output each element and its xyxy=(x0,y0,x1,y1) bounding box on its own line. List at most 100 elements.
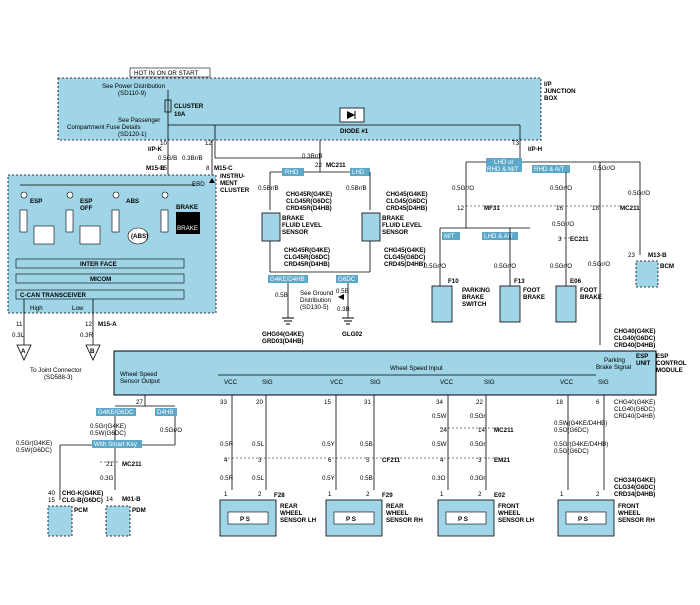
svg-text:PARKING: PARKING xyxy=(462,287,490,294)
wire-w20: 0.3L xyxy=(12,332,25,339)
svg-text:16: 16 xyxy=(556,205,563,212)
svg-text:P S: P S xyxy=(240,516,250,523)
svg-text:LHD & A/T: LHD & A/T xyxy=(484,233,513,240)
svg-text:3: 3 xyxy=(478,457,482,464)
svg-text:CLG45(G6DC): CLG45(G6DC) xyxy=(386,198,427,205)
svg-text:See Ground: See Ground xyxy=(300,290,334,297)
low-label: Low xyxy=(72,305,84,312)
svg-text:CHG45R(G4KE): CHG45R(G4KE) xyxy=(284,247,330,254)
see-power-ref: (SD110-9) xyxy=(118,90,146,97)
svg-text:CLG40(G6DC): CLG40(G6DC) xyxy=(614,335,655,342)
svg-text:B: B xyxy=(90,348,95,355)
svg-text:T3: T3 xyxy=(512,140,520,147)
svg-text:27: 27 xyxy=(136,399,143,406)
svg-text:RHD: RHD xyxy=(285,169,299,176)
joint-ref-2: (SD588-3) xyxy=(44,374,73,381)
svg-text:REAR: REAR xyxy=(280,503,298,510)
lamp-abs: ABS (ABS) xyxy=(111,191,149,245)
see-passenger-text-1: See Passenger xyxy=(118,117,160,124)
svg-text:1: 1 xyxy=(224,491,228,498)
svg-text:20: 20 xyxy=(256,399,263,406)
tag-rhd-at xyxy=(532,165,570,173)
svg-text:4: 4 xyxy=(440,457,444,464)
svg-text:10: 10 xyxy=(160,140,167,147)
svg-text:GLG02: GLG02 xyxy=(342,331,363,338)
svg-text:5: 5 xyxy=(366,457,370,464)
svg-text:14: 14 xyxy=(106,496,113,503)
svg-text:WHEEL: WHEEL xyxy=(618,510,641,517)
svg-text:ESP: ESP xyxy=(80,198,92,205)
svg-text:SENSOR RH: SENSOR RH xyxy=(618,517,655,524)
svg-text:6: 6 xyxy=(596,399,600,406)
svg-text:0.5B: 0.5B xyxy=(360,441,373,448)
svg-text:UNIT: UNIT xyxy=(636,360,651,367)
svg-text:D4HB: D4HB xyxy=(157,409,174,416)
ground-icon-2 xyxy=(342,317,354,325)
svg-text:1: 1 xyxy=(328,491,332,498)
svg-text:CHG45R(G4KE): CHG45R(G4KE) xyxy=(286,191,332,198)
svg-text:VCC: VCC xyxy=(560,379,574,386)
svg-text:P S: P S xyxy=(578,516,588,523)
svg-text:LHD: LHD xyxy=(352,169,365,176)
conn-mf31: MF31 xyxy=(484,205,500,212)
svg-text:0.5L: 0.5L xyxy=(252,475,265,482)
conn-m01b: M01-B xyxy=(122,496,141,503)
svg-text:0.5Gr: 0.5Gr xyxy=(470,413,485,420)
svg-text:ESP: ESP xyxy=(656,353,668,360)
svg-text:FOOT: FOOT xyxy=(580,287,597,294)
tag-lhd xyxy=(350,168,370,176)
svg-text:VCC: VCC xyxy=(330,379,344,386)
svg-text:CHG34(G4KE): CHG34(G4KE) xyxy=(614,477,656,484)
svg-text:18: 18 xyxy=(592,205,599,212)
svg-text:WHEEL: WHEEL xyxy=(498,510,521,517)
svg-text:BRAKE: BRAKE xyxy=(177,225,198,232)
pcm-box xyxy=(47,505,73,537)
wire-w9: 0.5Gr/O xyxy=(550,185,572,192)
svg-text:CRD45R(D4HB): CRD45R(D4HB) xyxy=(284,261,330,268)
cluster-title-3: CLUSTER xyxy=(220,187,250,194)
svg-text:2: 2 xyxy=(596,491,600,498)
lamp-esp: ESP xyxy=(19,191,55,245)
svg-text:SWITCH: SWITCH xyxy=(462,301,487,308)
svg-text:F13: F13 xyxy=(514,278,525,285)
svg-text:CHG45(G4KE): CHG45(G4KE) xyxy=(386,191,428,198)
svg-text:RHD & M/T: RHD & M/T xyxy=(487,166,519,173)
junction-box-title-1: I/P xyxy=(544,81,552,88)
svg-text:0.5R: 0.5R xyxy=(220,441,234,448)
svg-text:SIG: SIG xyxy=(370,379,381,386)
tag-smart-key xyxy=(92,440,142,448)
svg-text:0.5L: 0.5L xyxy=(252,441,265,448)
wire-w16: 0.5Gr/O xyxy=(160,427,182,434)
svg-text:0.5Y: 0.5Y xyxy=(322,441,335,448)
micom-label: MICOM xyxy=(90,276,111,283)
svg-text:SENSOR RH: SENSOR RH xyxy=(386,517,423,524)
interface-box xyxy=(15,258,185,269)
cluster-title-1: INSTRU- xyxy=(220,173,245,180)
svg-text:CLG45R(G6DC): CLG45R(G6DC) xyxy=(286,198,332,205)
svg-text:Wheel Speed: Wheel Speed xyxy=(120,371,158,378)
wire-w11: 0.5Gr/O xyxy=(424,263,446,270)
svg-text:0.3G: 0.3G xyxy=(100,475,114,482)
svg-text:SENSOR LH: SENSOR LH xyxy=(280,517,317,524)
tag-d4hb xyxy=(155,408,177,416)
svg-text:(SD130-5): (SD130-5) xyxy=(300,304,329,311)
wire-w2: 0.3Br/B xyxy=(182,155,203,162)
svg-text:0.5R: 0.5R xyxy=(220,475,234,482)
svg-text:CRD45(D4HB): CRD45(D4HB) xyxy=(386,205,427,212)
svg-text:CHG45(G4KE): CHG45(G4KE) xyxy=(384,247,426,254)
svg-text:CHG40(G4KE): CHG40(G4KE) xyxy=(614,399,655,406)
wire-w19: 0.3B xyxy=(337,306,350,313)
svg-text:1: 1 xyxy=(440,491,444,498)
svg-text:(ABS): (ABS) xyxy=(131,233,148,240)
wire-w14: 0.5Gr/O xyxy=(628,190,650,197)
see-power-text: See Power Distribution xyxy=(102,83,165,90)
pdm-box xyxy=(105,505,131,537)
wire-w8: 0.5Gr/O xyxy=(452,185,474,192)
tag-rhd xyxy=(282,168,304,176)
tag-lhd-at xyxy=(482,232,518,240)
svg-text:2: 2 xyxy=(258,491,262,498)
svg-text:11: 11 xyxy=(16,321,23,328)
svg-text:BRAKE: BRAKE xyxy=(176,204,198,211)
svg-text:MODULE: MODULE xyxy=(656,367,683,374)
wire-w7: 0.5Gr/O xyxy=(593,165,615,172)
